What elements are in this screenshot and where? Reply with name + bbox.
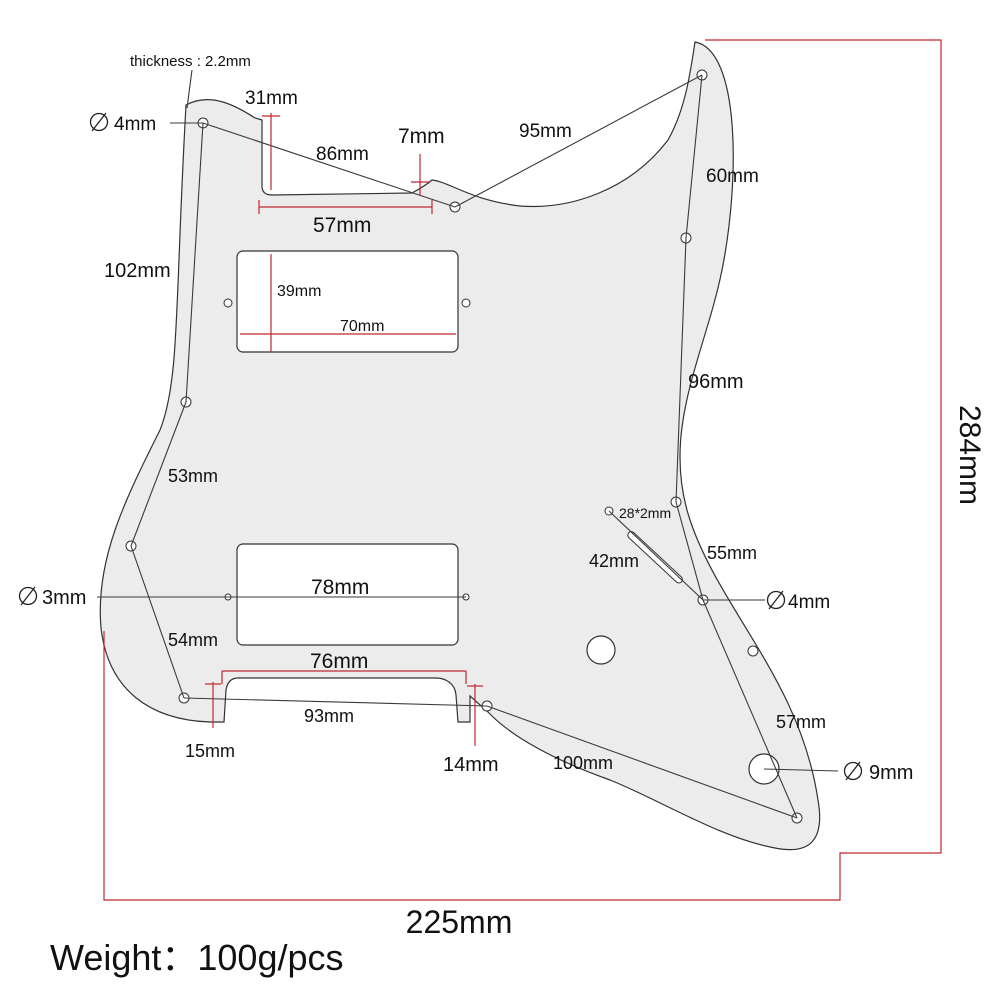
dimension-label: 57mm — [776, 712, 826, 732]
weight-label: Weight：100g/pcs — [50, 937, 344, 978]
dimension-label: 53mm — [168, 466, 218, 486]
dimension-label: 28*2mm — [619, 505, 671, 521]
dimension-label: 100mm — [553, 753, 613, 773]
dimension-label: 7mm — [398, 125, 445, 148]
dimension-label: 55mm — [707, 543, 757, 563]
diameter-icon — [843, 761, 863, 781]
dimension-label: 102mm — [104, 260, 171, 282]
bridge-pickup-cutout — [236, 543, 459, 646]
control-pot-hole — [586, 635, 616, 665]
switch-slot — [627, 531, 683, 584]
diameter-icon — [89, 112, 109, 132]
dimension-label: 76mm — [310, 650, 368, 673]
dimension-label: 15mm — [185, 741, 235, 761]
dimension-label: 60mm — [706, 166, 759, 187]
dimension-label: 95mm — [519, 121, 572, 142]
thickness-leader — [186, 69, 193, 109]
overall-width-label: 225mm — [406, 904, 513, 940]
pickup-screw-hole — [223, 298, 233, 308]
thickness-label: thickness : 2.2mm — [130, 53, 251, 70]
overall-height-label: 284mm — [953, 405, 986, 505]
mounting-holes — [125, 69, 803, 824]
dimension-label: 78mm — [311, 576, 369, 599]
pickup-screw-hole — [461, 298, 471, 308]
diameter-icon — [18, 586, 38, 606]
dimension-label: 14mm — [443, 754, 499, 776]
dimension-label: 57mm — [313, 214, 371, 237]
screw-hole — [747, 645, 759, 657]
dimension-label: 93mm — [304, 706, 354, 726]
dimension-lines — [97, 74, 839, 819]
dimension-label: 54mm — [168, 630, 218, 650]
hole-diameter-label: 9mm — [869, 762, 913, 784]
dimension-label: 70mm — [340, 318, 384, 335]
hole-diameter-label: 4mm — [788, 592, 830, 613]
dimension-label: 39mm — [277, 283, 321, 300]
pickguard-body — [99, 41, 821, 851]
neck-pickup-cutout — [236, 250, 459, 353]
dimension-label: 31mm — [245, 88, 298, 109]
dimension-label: 86mm — [316, 144, 369, 165]
hole-diameter-label: 3mm — [42, 587, 86, 609]
hole-diameter-label: 4mm — [114, 114, 156, 135]
dimension-label: 42mm — [589, 551, 639, 571]
diameter-icon — [766, 590, 786, 610]
dimension-label: 96mm — [688, 371, 744, 393]
red-dimension-markers — [103, 39, 942, 901]
